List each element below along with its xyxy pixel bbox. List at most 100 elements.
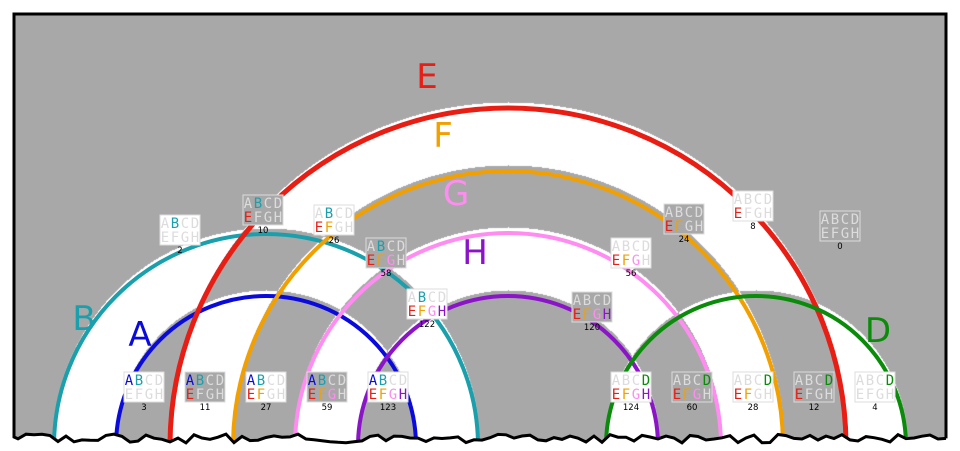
cell-letter-d: D	[438, 290, 446, 306]
cell-letter-f: F	[866, 387, 874, 403]
region-cell-box	[306, 371, 348, 403]
cell-letter-h: H	[825, 387, 833, 403]
cell-letter-d: D	[191, 216, 199, 232]
cell-letter-g: G	[389, 387, 397, 403]
region-number: 2	[177, 246, 182, 256]
cell-letter-c: C	[841, 212, 849, 228]
set-label-d: D	[865, 311, 891, 351]
cell-letter-f: F	[675, 219, 683, 235]
cell-letter-a: A	[612, 373, 621, 389]
cell-letter-c: C	[145, 373, 153, 389]
cell-letter-g: G	[264, 210, 272, 226]
set-label-g: G	[443, 174, 469, 214]
cell-letter-d: D	[603, 293, 611, 309]
region-number: 58	[381, 269, 392, 279]
set-label-b: B	[72, 299, 95, 339]
cell-letter-g: G	[181, 230, 189, 246]
region-number: 4	[872, 403, 877, 413]
region-cell-box	[245, 371, 287, 403]
region-number: 24	[679, 235, 690, 245]
cell-letter-f: F	[622, 387, 630, 403]
region-number: 122	[419, 320, 435, 330]
cell-letter-a: A	[161, 216, 170, 232]
cell-letter-h: H	[277, 387, 285, 403]
cell-letter-b: B	[622, 373, 630, 389]
region-number: 124	[623, 403, 639, 413]
cell-letter-e: E	[308, 387, 316, 403]
region-cell-box	[159, 214, 201, 246]
cell-letter-h: H	[345, 220, 353, 236]
cell-letter-f: F	[683, 387, 691, 403]
cell-letter-c: C	[328, 373, 336, 389]
cell-letter-h: H	[397, 253, 405, 269]
cell-letter-b: B	[866, 373, 874, 389]
cell-letter-g: G	[632, 253, 640, 269]
region-cell-box	[313, 204, 355, 236]
cell-letter-b: B	[622, 239, 630, 255]
cell-letter-e: E	[247, 387, 255, 403]
cell-letter-h: H	[642, 253, 650, 269]
cell-letter-d: D	[277, 373, 285, 389]
cell-letter-f: F	[171, 230, 179, 246]
region-cell-box	[123, 371, 165, 403]
cell-letter-c: C	[685, 205, 693, 221]
cell-letter-g: G	[206, 387, 214, 403]
cell-letter-h: H	[438, 304, 446, 320]
set-label-h: H	[462, 233, 488, 273]
cell-letter-b: B	[254, 196, 262, 212]
cell-letter-h: H	[695, 219, 703, 235]
cell-letter-c: C	[267, 373, 275, 389]
cell-letter-b: B	[683, 373, 691, 389]
region-number: 27	[261, 403, 272, 413]
cell-letter-e: E	[315, 220, 323, 236]
cell-letter-c: C	[593, 293, 601, 309]
cell-letter-b: B	[257, 373, 265, 389]
cell-letter-e: E	[125, 387, 133, 403]
cell-letter-a: A	[734, 192, 743, 208]
cell-letter-a: A	[247, 373, 256, 389]
cell-letter-f: F	[318, 387, 326, 403]
cell-letter-h: H	[764, 206, 772, 222]
region-number: 8	[750, 222, 755, 232]
cell-letter-f: F	[805, 387, 813, 403]
region-cell-box	[732, 190, 774, 222]
cell-letter-c: C	[206, 373, 214, 389]
region-number: 11	[200, 403, 211, 413]
cell-letter-g: G	[754, 387, 762, 403]
cell-letter-e: E	[734, 387, 742, 403]
cell-letter-f: F	[325, 220, 333, 236]
cell-letter-g: G	[815, 387, 823, 403]
cell-letter-d: D	[642, 239, 650, 255]
cell-letter-c: C	[335, 206, 343, 222]
cell-letter-g: G	[693, 387, 701, 403]
cell-letter-h: H	[886, 387, 894, 403]
cell-letter-c: C	[387, 239, 395, 255]
cell-letter-b: B	[675, 205, 683, 221]
cell-letter-e: E	[795, 387, 803, 403]
cell-letter-a: A	[795, 373, 804, 389]
region-number: 28	[748, 403, 759, 413]
cell-letter-d: D	[397, 239, 405, 255]
cell-letter-a: A	[856, 373, 865, 389]
cell-letter-c: C	[815, 373, 823, 389]
cell-letter-d: D	[216, 373, 224, 389]
cell-letter-e: E	[612, 387, 620, 403]
cell-letter-h: H	[851, 226, 859, 242]
cell-letter-b: B	[744, 192, 752, 208]
cell-letter-f: F	[583, 307, 591, 323]
cell-letter-g: G	[387, 253, 395, 269]
set-arc-f	[231, 169, 785, 443]
cell-letter-a: A	[244, 196, 253, 212]
region-cell-box	[610, 237, 652, 269]
cell-letter-e: E	[186, 387, 194, 403]
